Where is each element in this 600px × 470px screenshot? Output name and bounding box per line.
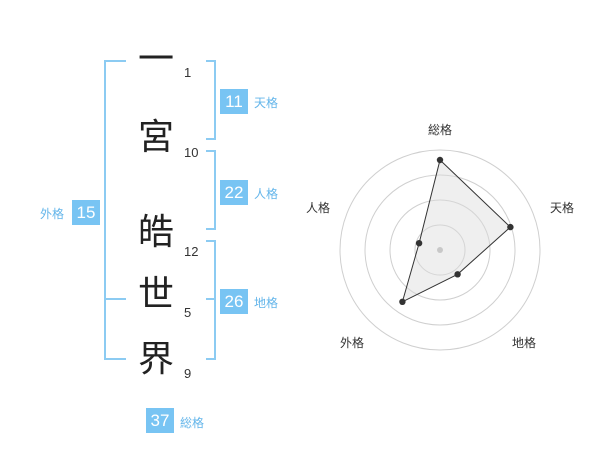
chikaku-bracket [206,240,216,360]
stroke-count-3: 12 [184,244,199,259]
stroke-count-1: 1 [184,65,192,80]
soukaku-label: 総格 [180,416,205,430]
stroke-count-4: 5 [184,305,192,320]
gaikaku-bracket [104,60,126,360]
radar-point-4 [399,298,406,305]
name-char-2: 宮 [137,117,174,158]
chikaku-badge: 26 [220,289,248,314]
radar-point-1 [436,156,444,164]
radar-ring [339,149,541,351]
radar-point-3 [454,271,461,278]
gaikaku-bracket-tick [104,298,126,300]
radar-ring [389,199,491,301]
jinkaku-badge: 22 [220,180,248,205]
soukaku-badge: 37 [146,408,174,433]
stroke-count-5: 9 [184,366,192,381]
radar-ring [414,224,466,276]
tenkaku-bracket [206,60,216,140]
name-char-1: 一 [137,39,174,80]
jinkaku-label: 人格 [254,187,279,201]
chikaku-label: 地格 [254,296,279,310]
radar-axis-label-gaikaku: 外格 [340,336,365,350]
radar-axis-label-jinkaku: 人格 [306,201,331,215]
name-char-5: 界 [137,339,174,380]
gaikaku-badge: 15 [72,200,100,225]
name-char-4: 世 [137,274,174,315]
stroke-count-2: 10 [184,145,199,160]
radar-point-2 [507,223,514,231]
radar-series-polygon [401,159,512,303]
radar-chart [339,149,541,351]
gaikaku-label: 外格 [40,207,65,221]
radar-axis-label-tenkaku: 天格 [550,201,575,215]
radar-axis-label-chikaku: 地格 [512,336,537,350]
chikaku-bracket-tick [206,298,216,300]
radar-point-5 [415,240,423,247]
radar-center-dot [437,247,443,253]
tenkaku-badge: 11 [220,89,248,114]
radar-axis-label-soukaku: 総格 [428,123,453,137]
jinkaku-bracket [206,150,216,230]
name-char-3: 皓 [137,212,174,253]
tenkaku-label: 天格 [254,96,279,110]
radar-ring [364,174,516,326]
